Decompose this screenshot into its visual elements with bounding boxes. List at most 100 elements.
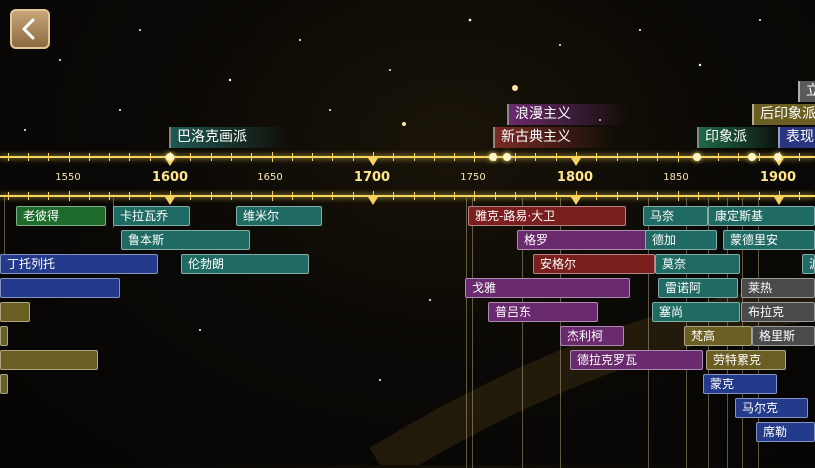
axis-tick: [8, 153, 9, 161]
axis-tick: [657, 192, 658, 200]
artist-bar[interactable]: 丁托列托: [0, 254, 158, 274]
axis-tick: [596, 192, 597, 200]
artist-bar[interactable]: 德加: [645, 230, 717, 250]
axis-tick: [353, 153, 354, 161]
artist-bar[interactable]: 雅克-路易·大卫: [468, 206, 626, 226]
artist-bar[interactable]: 布拉克: [741, 302, 815, 322]
artist-bar[interactable]: 杰利柯: [560, 326, 624, 346]
axis-tick: [150, 192, 151, 200]
period-neoclassicism[interactable]: 新古典主义: [493, 127, 613, 148]
year-label: 1800: [556, 170, 594, 185]
artist-bar[interactable]: 戈雅: [465, 278, 630, 298]
artist-bar[interactable]: 梵高: [684, 326, 752, 346]
artist-bar[interactable]: 伦勃朗: [181, 254, 309, 274]
artist-bar[interactable]: 蒙克: [703, 374, 777, 394]
chevron-left-icon: [22, 18, 35, 40]
year-label: 1750: [460, 172, 486, 183]
artist-bar[interactable]: 雷诺阿: [658, 278, 738, 298]
axis-tick: [231, 192, 232, 200]
period-romanticism[interactable]: 浪漫主义: [507, 104, 627, 125]
axis-tick: [759, 153, 760, 161]
year-label: 1550: [55, 172, 81, 183]
connector-line: [472, 198, 473, 468]
axis-tick: [69, 191, 70, 201]
period-post-impressionism[interactable]: 后印象派: [752, 104, 815, 125]
axis-tick: [272, 152, 273, 162]
axis-tick: [414, 153, 415, 161]
axis-tick: [89, 153, 90, 161]
artist-bar[interactable]: 塞尚: [652, 302, 740, 322]
artist-bar[interactable]: 鲁本斯: [121, 230, 250, 250]
artist-bar[interactable]: 波: [802, 254, 815, 274]
axis-tick: [617, 153, 618, 161]
connector-line: [466, 198, 467, 468]
artist-bar[interactable]: 马尔克: [735, 398, 808, 418]
axis-tick: [129, 153, 130, 161]
artist-bar[interactable]: [0, 374, 8, 394]
artist-bar[interactable]: 格里斯: [752, 326, 815, 346]
axis-tick: [332, 192, 333, 200]
century-marker: [165, 197, 175, 205]
artist-bar[interactable]: 普吕东: [488, 302, 598, 322]
axis-tick: [211, 153, 212, 161]
axis-tick: [759, 192, 760, 200]
period-impressionism[interactable]: 印象派: [697, 127, 787, 148]
artist-bar[interactable]: 蒙德里安: [723, 230, 815, 250]
artist-bar[interactable]: 老彼得: [16, 206, 106, 226]
axis-tick: [373, 152, 374, 162]
artist-bar[interactable]: 卡拉瓦乔: [113, 206, 190, 226]
artist-bar[interactable]: 莱热: [741, 278, 815, 298]
artist-bar[interactable]: 席勒: [756, 422, 815, 442]
artist-bar[interactable]: 安格尔: [533, 254, 655, 274]
year-label: 1900: [759, 170, 797, 185]
axis-tick: [718, 153, 719, 161]
period-baroque[interactable]: 巴洛克画派: [169, 127, 289, 148]
period-marker-dot: [503, 153, 511, 161]
axis-tick: [738, 192, 739, 200]
axis-tick: [312, 153, 313, 161]
axis-tick: [353, 192, 354, 200]
axis-tick: [373, 191, 374, 201]
period-cubism[interactable]: 立: [798, 81, 815, 102]
artist-bar[interactable]: 格罗: [517, 230, 647, 250]
artist-bar[interactable]: 劳特累克: [706, 350, 786, 370]
axis-tick: [28, 153, 29, 161]
year-label: 1600: [151, 170, 189, 185]
artist-bar[interactable]: 马奈: [643, 206, 708, 226]
axis-tick: [48, 153, 49, 161]
artist-bar[interactable]: 德拉克罗瓦: [570, 350, 703, 370]
axis-tick: [272, 191, 273, 201]
period-marker-dot: [774, 153, 782, 161]
axis-tick: [738, 153, 739, 161]
year-label: 1700: [353, 170, 391, 185]
century-marker: [368, 197, 378, 205]
axis-tick: [69, 152, 70, 162]
axis-tick: [698, 192, 699, 200]
axis-tick: [596, 153, 597, 161]
connector-line: [648, 198, 649, 468]
artist-bar[interactable]: 康定斯基: [708, 206, 815, 226]
axis-tick: [779, 191, 780, 201]
axis-tick: [393, 153, 394, 161]
axis-tick: [434, 153, 435, 161]
period-marker-dot: [489, 153, 497, 161]
axis-tick: [474, 152, 475, 162]
axis-tick: [535, 153, 536, 161]
period-marker-dot: [748, 153, 756, 161]
artist-bar[interactable]: [0, 350, 98, 370]
axis-tick: [637, 153, 638, 161]
century-marker: [774, 197, 784, 205]
artist-bar[interactable]: 莫奈: [655, 254, 740, 274]
period-expressionism[interactable]: 表现: [778, 127, 815, 148]
axis-tick: [799, 153, 800, 161]
back-button[interactable]: [10, 9, 50, 49]
artist-bar[interactable]: [0, 302, 30, 322]
axis-tick: [434, 192, 435, 200]
axis-tick: [454, 192, 455, 200]
artist-bar[interactable]: [0, 278, 120, 298]
artist-bar[interactable]: 维米尔: [236, 206, 322, 226]
artist-bar[interactable]: [0, 326, 8, 346]
axis-tick: [556, 192, 557, 200]
axis-tick: [251, 192, 252, 200]
axis-tick: [211, 192, 212, 200]
